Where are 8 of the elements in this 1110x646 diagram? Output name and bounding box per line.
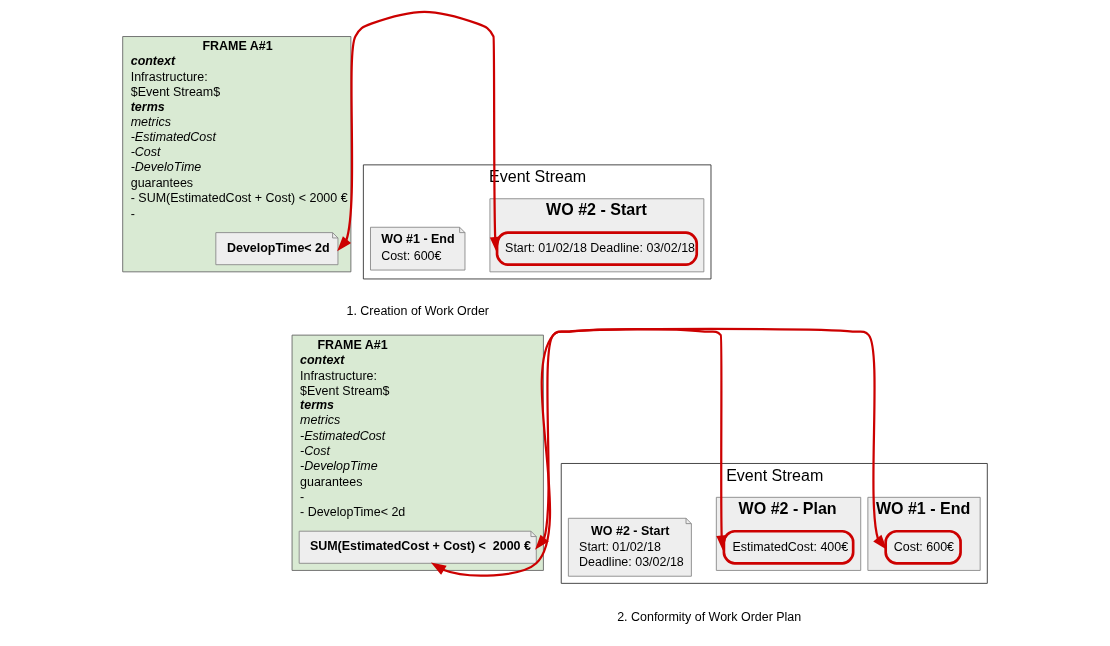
- node-box: Cost: 600€: [884, 529, 962, 565]
- node-box: EstimatedCost: 400€: [722, 529, 855, 565]
- node-box: Start: 01/02/18 Deadline: 03/02/18: [495, 231, 699, 267]
- label: 2. Conformity of Work Order Plan: [617, 610, 802, 625]
- arrow: [535, 327, 887, 550]
- label: 1. Creation of Work Order: [346, 304, 489, 319]
- arrow: [337, 10, 501, 253]
- arrow: [430, 327, 727, 577]
